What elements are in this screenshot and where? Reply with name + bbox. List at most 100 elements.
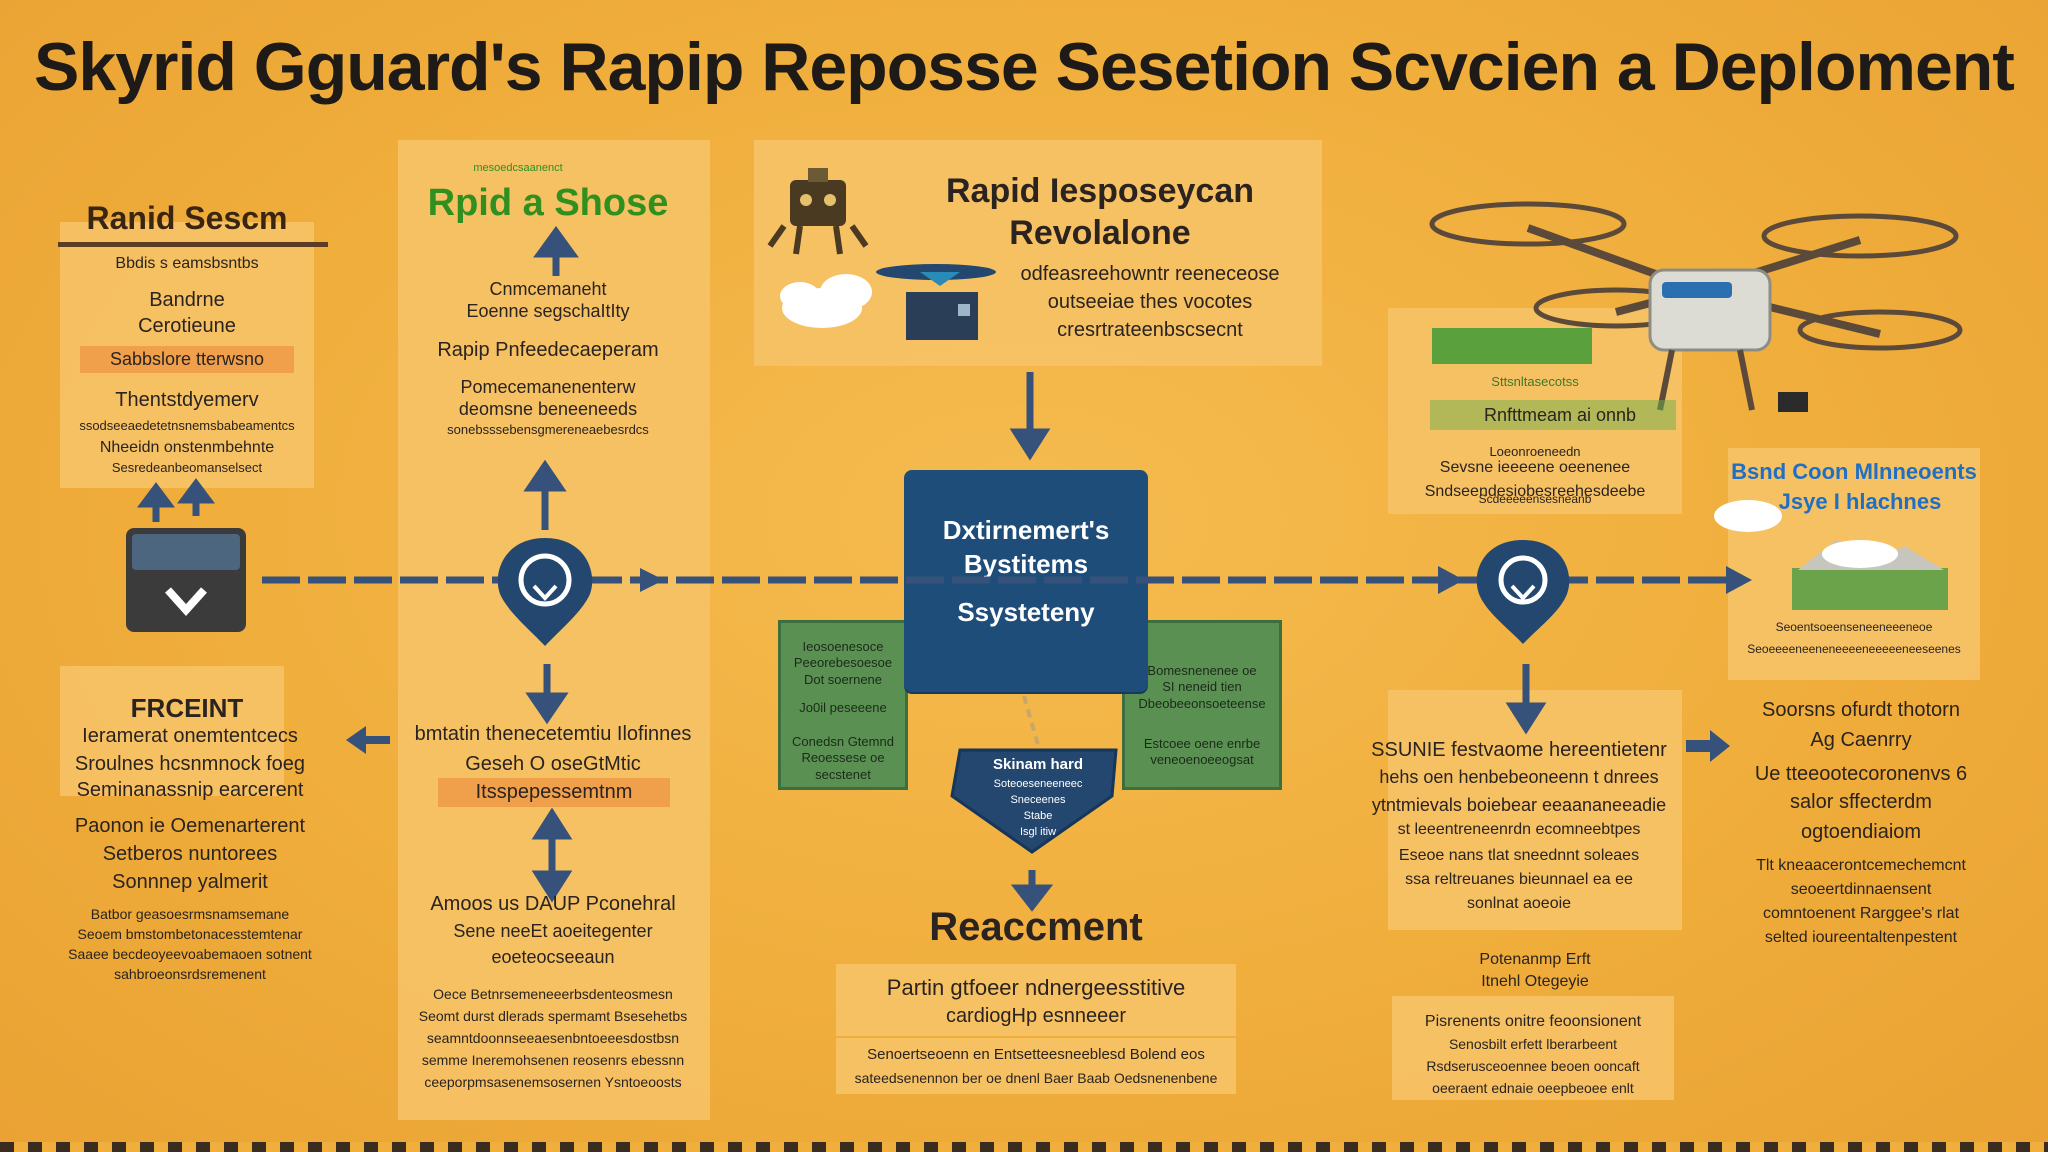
vertical-arrows <box>137 226 1547 912</box>
col2-foot5: ceeporpmsasenemsosernen Ysntoeoosts <box>424 1074 682 1090</box>
shield-line3: Stabe <box>1023 810 1053 822</box>
right-lower-line10: Pisrenents onitre feoonsionent <box>1424 1013 1642 1030</box>
left-lower-line5: Setberos nuntorees <box>102 843 278 865</box>
right-mid-line1: Sttsnltasecotss <box>1491 374 1579 389</box>
hub-line3: Ssysteteny <box>957 596 1095 627</box>
hub-line2: Bystitems <box>963 548 1089 579</box>
reaccment-footer-panel <box>836 1038 1236 1094</box>
right-mid-line5: Sndseendesiobesreehesdeebe <box>1424 483 1646 500</box>
shield-shape <box>950 748 1118 854</box>
left-bottom-panel <box>60 666 284 796</box>
green-left-line1: Ieosoenesoce <box>802 639 884 654</box>
left-lower-line8: Seoem bmstombetonacesstemtenar <box>77 926 303 942</box>
cloud-icon <box>780 274 872 328</box>
reaccment-heading: Reaccment <box>929 905 1143 949</box>
left-lower-heading: FRCEINT <box>130 693 244 723</box>
col2-foot2: Seomt durst dlerads spermamt Bsesehetbs <box>418 1008 688 1024</box>
far-right-line9: seoeertdinnaensent <box>1790 881 1932 898</box>
location-pin-icon-right <box>1476 540 1570 644</box>
shield-heading: Skinam hard <box>992 756 1084 773</box>
far-right-line1: Seoentsoeenseneeneeeneoe <box>1775 620 1933 634</box>
reaccment-line3: Senoertseoenn en Entsetteesneeblesd Bole… <box>867 1046 1205 1063</box>
flow-arrowhead-1 <box>640 568 664 592</box>
far-right-line5: Ue tteeootecoronenvs 6 <box>1754 763 1968 785</box>
green-status-bar <box>1432 328 1592 364</box>
right-footer-panel <box>1392 996 1674 1100</box>
right-mid-line3: Loeonroeneedn <box>1489 444 1581 459</box>
robot-icon <box>767 168 869 255</box>
bottom-hazard-stripe <box>0 1142 2048 1152</box>
left-lower-line3: Seminanassnip earcerent <box>76 779 304 801</box>
col2-heading: Rpid a Shose <box>427 182 669 224</box>
right-lower-line4: st leeentreneenrdn ecomneebtpes <box>1397 821 1641 838</box>
right-mid-line4: Sevsne ieeeene oeenenee <box>1439 459 1631 476</box>
far-right-line10: comntoenent Rarggee's rlat <box>1762 905 1960 922</box>
col2-foot4: semme Ineremohsenen reosenrs ebessnn <box>421 1052 685 1068</box>
left-line2: Bandrne <box>149 289 225 311</box>
left-lower-line10: sahbroeonsrdsremenent <box>114 966 266 982</box>
left-line4: Sabbslore tterwsno <box>80 346 294 373</box>
left-line8: Sesredeanbeomanselsect <box>111 460 263 475</box>
right-lower-line3: ytntmievals boiebear eeaananeeadie <box>1371 795 1667 815</box>
green-left-line3: Dot soernene <box>803 671 883 687</box>
col2-mid3: Itsspepessemtnm <box>438 778 670 807</box>
left-heading: Ranid Sescm <box>86 200 288 236</box>
small-drone-icon <box>876 264 996 340</box>
far-right-line11: selted ioureentaltenpestent <box>1764 929 1958 946</box>
drone-icon <box>1429 201 1963 412</box>
col2-line6: sonebsssebensgmereneaebesrdcs <box>447 422 649 437</box>
green-left-line2: Peeorebesoesoe <box>793 655 893 671</box>
green-left-box: Ieosoenesoce Peeorebesoesoe Dot soernene… <box>778 620 908 790</box>
left-line1: Bbdis s eamsbsntbs <box>115 255 259 272</box>
green-right-line5: veneoenoeeogsat <box>1150 752 1254 767</box>
top-center-line1: odfeasreehowntr reeneceose <box>1020 263 1280 285</box>
location-pin-icon <box>497 538 593 646</box>
green-right-line1: Bomesnenenee oe <box>1147 663 1257 678</box>
hub-line1: Dxtirnemert's <box>942 515 1110 545</box>
right-lower-line9: Itnehl Otegeyie <box>1481 973 1589 990</box>
left-lower-line1: Ieramerat onemtentcecs <box>82 725 298 747</box>
far-right-heading1: Bsnd Coon Mlnneoents <box>1731 459 1977 484</box>
green-left-line6: Reoessese oe <box>801 750 885 766</box>
top-center-line3: cresrtrateenbscsecnt <box>1057 319 1243 341</box>
top-center-panel <box>754 140 1322 366</box>
left-lower-line2: Sroulnes hcsnmnock foeg <box>74 753 306 775</box>
right-lower-line11: Senosbilt erfett lberarbeent <box>1448 1036 1618 1052</box>
col2-low3: eoeteocseeaun <box>491 947 615 967</box>
left-line6: ssodseeaedetetnsnemsbabeamentcs <box>79 418 295 433</box>
top-center-heading2: Revolalone <box>1009 214 1191 252</box>
right-lower-line6: ssa reltreuanes bieunnael ea ee <box>1405 871 1633 888</box>
green-left-line5: Conedsn Gtemnd <box>792 734 894 749</box>
reaccment-line4: sateedsenennon ber oe dnenl Baer Baab Oe… <box>854 1070 1218 1086</box>
right-lower-line2: hehs oen henbebeoneenn t dnrees <box>1379 767 1659 787</box>
green-left-line7: secstenet <box>815 766 871 782</box>
green-right-line3: Dbeobeeonsoeteense <box>1138 695 1266 711</box>
green-right-box: Bomesnenenee oe SI neneid tien Dbeobeeon… <box>1122 620 1282 790</box>
right-mid-line2: Rnfttmeam ai onnb <box>1483 405 1637 425</box>
left-line5: Thentstdyemerv <box>115 389 259 411</box>
right-lower-line12: Rsdserusceoennee beoen ooncaft <box>1426 1058 1640 1074</box>
col2-mid2: Geseh O oseGtMtic <box>465 753 641 775</box>
right-lower-line1: SSUNIE festvaome hereentietenr <box>1371 739 1667 761</box>
shield-line1: Soteoeseneeneec <box>993 778 1083 790</box>
col2-mid1: bmtatin thenecetemtiu Ilofinnes <box>414 723 692 745</box>
col2-foot3: seamntdoonnseeaesenbntoeeesdostbsn <box>426 1030 680 1046</box>
left-arrow <box>346 726 390 754</box>
col2-line2: Eoenne segschaItIty <box>466 301 630 321</box>
reaccment-line1: Partin gtfoeer ndnergeesstitive <box>886 975 1186 1000</box>
green-right-line2: SI neneid tien <box>1162 679 1242 695</box>
col2-line3: Rapip Pnfeedecaeperam <box>437 339 659 361</box>
reaccment-panel <box>836 964 1236 1036</box>
right-lower-panel <box>1388 690 1682 930</box>
right-arrow <box>1686 730 1730 762</box>
green-left-line4: Jo0il peseeene <box>799 699 887 715</box>
shield-line4: Isgl itiw <box>1019 826 1057 838</box>
left-lower-line9: Saaee becdeoyeevoabemaoen sotnent <box>68 946 312 962</box>
right-mid-line6: Scdeeeeensesneanb <box>1478 492 1592 506</box>
right-lower-line5: Eseoe nans tlat sneednnt soleaes <box>1398 847 1640 864</box>
left-lower-line6: Sonnnep yalmerit <box>112 871 268 893</box>
green-right-line4: Estcoee oene enrbe <box>1143 735 1261 751</box>
far-right-line3: Soorsns ofurdt thotorn <box>1762 699 1960 721</box>
col2-low2: Sene neeEt aoeitegenter <box>453 921 653 941</box>
